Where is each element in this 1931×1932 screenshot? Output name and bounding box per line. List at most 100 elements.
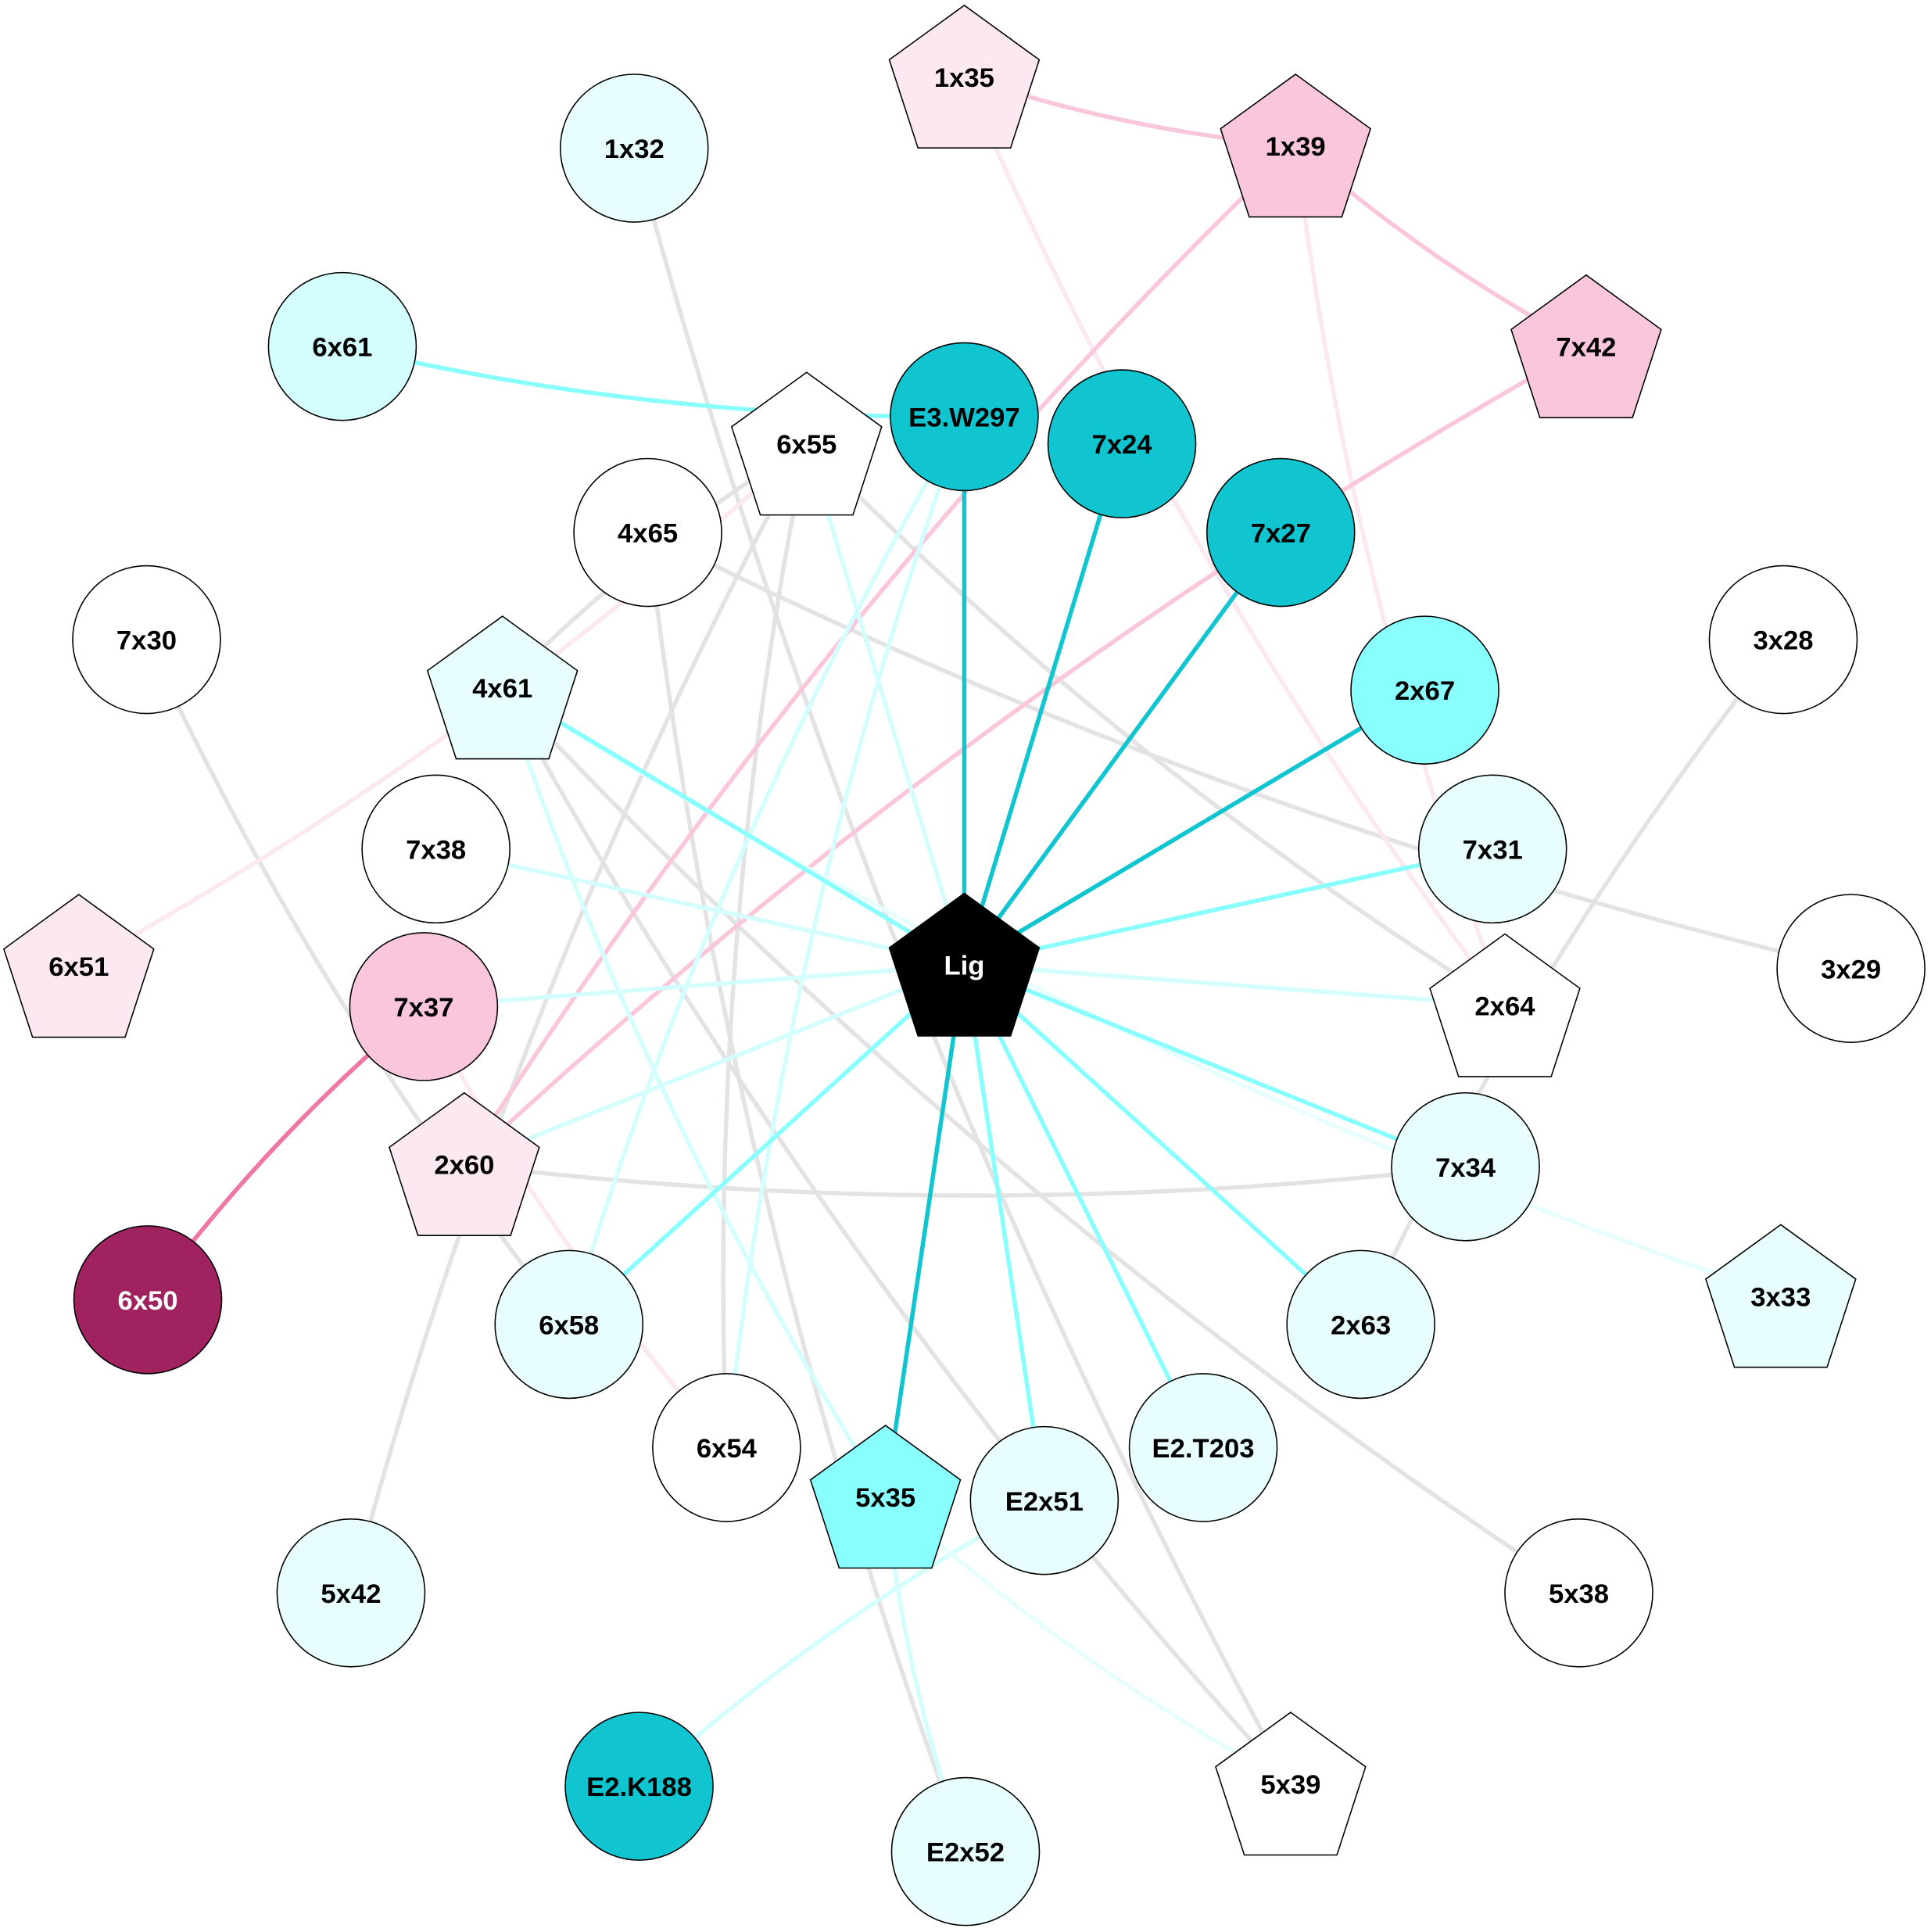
circle-shape [72,565,221,715]
edge-lig-7x27 [962,531,1283,966]
node-label: 6x51 [48,952,109,982]
node-5x39[interactable]: 5x39 [1215,1712,1367,1856]
node-label: 4x65 [618,519,678,549]
node-2x60[interactable]: 2x60 [389,1091,540,1236]
node-label: 6x55 [776,430,837,460]
node-label: 1x39 [1266,132,1326,162]
pentagon-shape [888,4,1041,149]
node-7x30[interactable]: 7x30 [72,565,221,715]
edge-4x61-5x38 [500,686,1580,1595]
node-e2x52[interactable]: E2x52 [890,1776,1041,1927]
node-1x35[interactable]: 1x35 [888,4,1041,149]
node-5x38[interactable]: 5x38 [1504,1518,1653,1668]
pentagon-shape [1215,1712,1367,1856]
node-label: E2.T203 [1152,1434,1255,1464]
node-7x42[interactable]: 7x42 [1510,274,1662,418]
circle-shape [969,1425,1120,1575]
node-6x61[interactable]: 6x61 [267,271,417,421]
node-label: 7x42 [1556,333,1616,363]
node-label: E2x52 [926,1838,1005,1868]
node-5x35[interactable]: 5x35 [809,1425,962,1569]
node-label: 7x34 [1435,1153,1496,1183]
circle-shape [1128,1373,1278,1522]
edge-lig-5x35 [883,964,967,1497]
node-e2x51[interactable]: E2x51 [969,1425,1120,1575]
circle-shape [1047,369,1197,518]
node-1x39[interactable]: 1x39 [1220,73,1372,218]
edge-4x61-3x33 [501,686,1782,1299]
node-label: 4x61 [472,674,532,704]
node-4x61[interactable]: 4x61 [426,615,579,760]
node-4x65[interactable]: 4x65 [573,457,722,608]
edge-4x65-e2x52 [645,532,968,1853]
circle-shape [652,1373,801,1522]
node-label: 7x37 [393,993,453,1023]
node-3x28[interactable]: 3x28 [1708,565,1858,715]
node-label: Lig [944,952,984,981]
node-5x42[interactable]: 5x42 [276,1518,426,1668]
edge-7x42-2x60 [462,344,1588,1167]
edge-lig-7x37 [423,962,965,1009]
node-1x32[interactable]: 1x32 [559,73,709,223]
edge-1x39-2x60 [462,144,1298,1166]
node-label: 7x27 [1251,519,1311,549]
node-label: 2x63 [1331,1311,1391,1341]
node-7x34[interactable]: 7x34 [1391,1091,1540,1242]
node-label: 7x38 [406,835,466,865]
node-e3-w297[interactable]: E3.W297 [890,342,1039,492]
node-label: 3x29 [1821,955,1881,984]
circle-shape [1504,1518,1653,1668]
circle-shape [564,1712,714,1861]
node-7x31[interactable]: 7x31 [1417,774,1567,924]
edge-lig-2x64 [964,962,1506,1008]
edge-e3-w297-6x58 [567,415,966,1325]
node-6x51[interactable]: 6x51 [2,894,155,1038]
edge-4x61-5x35 [500,686,887,1498]
edge-7x37-6x54 [421,1005,729,1450]
node-label: E2x51 [1005,1487,1084,1517]
edge-e3-w297-6x54 [724,416,967,1448]
circle-shape [1776,894,1926,1043]
circle-shape [573,457,722,608]
node-label: 2x67 [1395,676,1455,706]
node-2x67[interactable]: 2x67 [1350,615,1499,765]
node-label: 2x64 [1474,992,1535,1022]
pentagon-shape [888,892,1041,1037]
node-label: 5x38 [1549,1579,1609,1609]
node-label: 7x30 [116,626,177,656]
node-lig[interactable]: Lig [888,892,1041,1037]
circle-shape [890,342,1039,492]
circle-shape [1206,457,1356,608]
node-3x33[interactable]: 3x33 [1704,1224,1857,1368]
pentagon-shape [2,894,155,1038]
edge-6x61-e3-w297 [342,344,965,419]
node-e2-k188[interactable]: E2.K188 [564,1712,714,1861]
node-7x27[interactable]: 7x27 [1206,457,1356,608]
edge-lig-4x61 [501,686,966,967]
node-label: 6x54 [697,1434,758,1464]
node-7x37[interactable]: 7x37 [349,932,499,1081]
node-label: 6x58 [539,1311,599,1341]
node-6x55[interactable]: 6x55 [730,371,883,516]
circle-shape [1350,615,1499,765]
edge-2x60-7x34 [464,1162,1466,1198]
node-6x50[interactable]: 6x50 [73,1225,223,1375]
node-label: 5x35 [855,1483,915,1513]
node-3x29[interactable]: 3x29 [1776,894,1926,1043]
node-7x24[interactable]: 7x24 [1047,369,1197,518]
node-6x58[interactable]: 6x58 [494,1249,644,1400]
circle-shape [267,271,417,421]
circle-shape [1286,1249,1435,1400]
node-7x38[interactable]: 7x38 [361,774,511,924]
node-6x54[interactable]: 6x54 [652,1373,801,1522]
node-2x63[interactable]: 2x63 [1286,1249,1435,1400]
edge-4x65-3x29 [647,530,1852,971]
node-e2-t203[interactable]: E2.T203 [1128,1373,1278,1522]
node-2x64[interactable]: 2x64 [1429,933,1581,1077]
node-label: 6x61 [312,333,372,363]
node-label: E3.W297 [908,403,1020,433]
node-label: 7x31 [1463,835,1523,865]
